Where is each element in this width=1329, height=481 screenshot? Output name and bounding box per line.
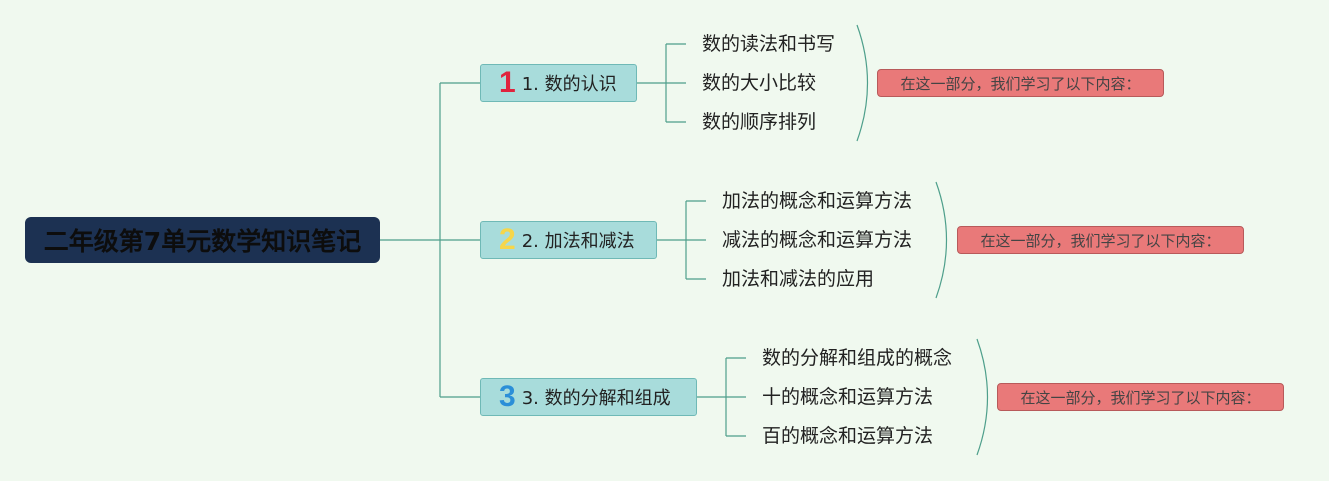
leaf-topic[interactable]: 数的大小比较 [702,72,817,94]
leaf-topic[interactable]: 加法和减法的应用 [722,268,875,290]
leaf-topic[interactable]: 减法的概念和运算方法 [722,229,913,251]
branch-2-summary-brace [935,181,948,299]
number-3-icon: 3 [499,380,516,413]
branch-topic-1[interactable]: 1 1. 数的认识 [480,64,637,102]
branch-2-leaf-ticks [686,200,706,280]
summary-note-2[interactable]: 在这一部分，我们学习了以下内容： [957,226,1244,254]
branch-3-leaf-ticks [726,357,746,437]
leaf-topic[interactable]: 百的概念和运算方法 [762,425,934,447]
summary-text: 在这一部分，我们学习了以下内容： [980,231,1221,250]
number-2-icon: 2 [499,223,516,256]
branch-topic-2[interactable]: 2 2. 加法和减法 [480,221,657,259]
branch-3-summary-brace [976,338,989,456]
leaf-topic[interactable]: 十的概念和运算方法 [762,386,934,408]
branch-label: 2. 加法和减法 [521,231,635,252]
summary-note-3[interactable]: 在这一部分，我们学习了以下内容： [997,383,1284,411]
root-title: 二年级第7单元数学知识笔记 [43,227,362,256]
leaf-topic[interactable]: 数的分解和组成的概念 [762,347,953,369]
branch-label: 1. 数的认识 [521,74,617,95]
branch-label: 3. 数的分解和组成 [521,388,671,409]
number-1-icon: 1 [499,66,516,99]
leaf-topic[interactable]: 数的顺序排列 [702,111,817,133]
summary-text: 在这一部分，我们学习了以下内容： [900,74,1141,93]
root-topic[interactable]: 二年级第7单元数学知识笔记 [25,217,380,263]
leaf-topic[interactable]: 加法的概念和运算方法 [722,190,913,212]
branch-1-leaf-ticks [666,43,686,123]
branch-topic-3[interactable]: 3 3. 数的分解和组成 [480,378,697,416]
branch-1-summary-brace [856,24,869,142]
summary-text: 在这一部分，我们学习了以下内容： [1020,388,1261,407]
leaf-topic[interactable]: 数的读法和书写 [702,33,836,55]
summary-note-1[interactable]: 在这一部分，我们学习了以下内容： [877,69,1164,97]
